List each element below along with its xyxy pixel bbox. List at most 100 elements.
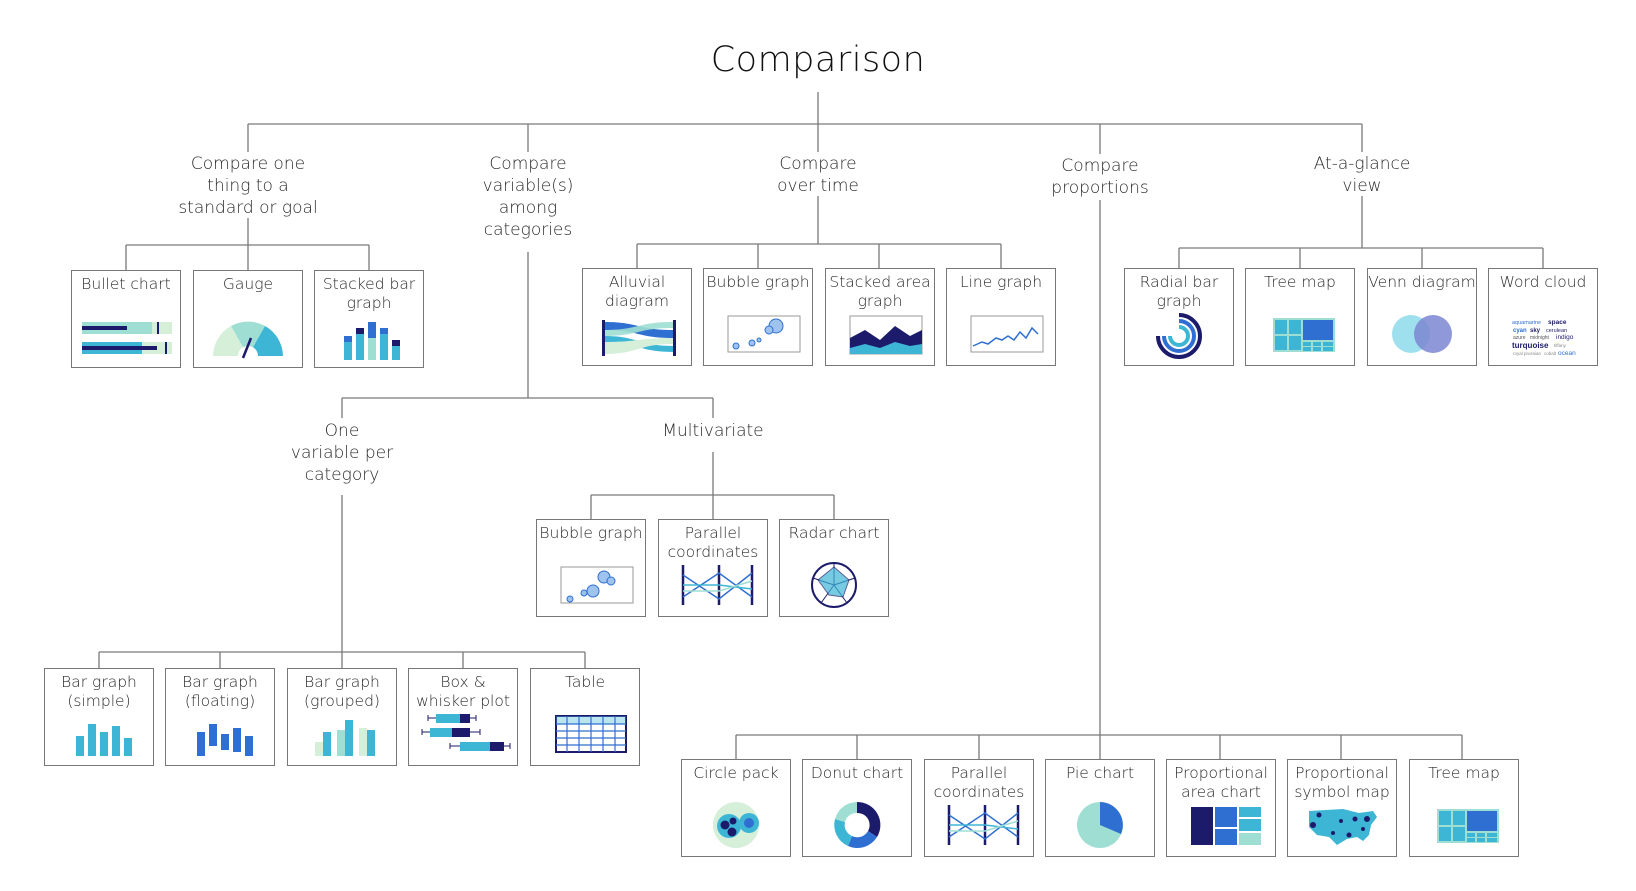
- branch-compare-standard: Compare one thing to a standard or goal: [178, 154, 318, 218]
- card-label: Bar graph (floating): [182, 673, 258, 710]
- tree-map-icon: [1437, 809, 1499, 843]
- tree-map-icon: [1273, 318, 1335, 352]
- card-bullet-chart[interactable]: Bullet chart: [71, 270, 181, 368]
- card-stacked-bar[interactable]: Stacked bar graph: [314, 270, 424, 368]
- word-indigo: indigo: [1556, 334, 1574, 341]
- bar-graph-floating-icon: [197, 724, 253, 756]
- card-tree-map-proportions[interactable]: Tree map: [1409, 759, 1519, 857]
- card-bubble-graph-time[interactable]: Bubble graph: [703, 268, 813, 366]
- card-label: Alluvial diagram: [605, 273, 669, 310]
- bubble-graph-icon: [727, 315, 801, 353]
- circle-pack-icon: [713, 802, 759, 848]
- word-royal: royal: [1513, 351, 1523, 356]
- card-label: Tree map: [1428, 764, 1500, 782]
- card-label: Bar graph (grouped): [304, 673, 380, 710]
- card-gauge[interactable]: Gauge: [193, 270, 303, 368]
- word-midnight: midnight: [1530, 335, 1550, 341]
- card-box-whisker[interactable]: Box & whisker plot: [408, 668, 518, 766]
- card-parallel-coordinates-proportions[interactable]: Parallel coordinates: [924, 759, 1034, 857]
- card-proportional-area[interactable]: Proportional area chart: [1166, 759, 1276, 857]
- gauge-icon: [213, 321, 283, 362]
- card-label: Stacked area graph: [829, 273, 931, 310]
- word-prussian: prussian: [1524, 351, 1542, 356]
- card-label: Proportional area chart: [1174, 764, 1268, 801]
- proportional-symbol-map-icon: [1309, 809, 1377, 845]
- word-cyan: cyan: [1513, 328, 1527, 334]
- parallel-coordinates-icon: [947, 805, 1020, 845]
- card-label: Donut chart: [810, 764, 904, 782]
- card-table[interactable]: Table: [530, 668, 640, 766]
- radial-bar-icon: [1156, 313, 1202, 359]
- stacked-bar-icon: [344, 322, 400, 360]
- card-bubble-graph-multivariate[interactable]: Bubble graph: [536, 519, 646, 617]
- word-aquamarine: aquamarine: [1512, 320, 1541, 326]
- card-donut[interactable]: Donut chart: [802, 759, 912, 857]
- word-turquoise: turquoise: [1512, 341, 1549, 350]
- stacked-area-icon: [849, 315, 923, 355]
- branch-at-a-glance: At-a-glance view: [1313, 154, 1411, 196]
- donut-chart-icon: [834, 801, 881, 848]
- card-label: Pie chart: [1065, 764, 1135, 782]
- card-parallel-coordinates-multivariate[interactable]: Parallel coordinates: [658, 519, 768, 617]
- bubble-graph-icon: [560, 566, 634, 604]
- card-label: Parallel coordinates: [933, 764, 1025, 801]
- word-azure: azure: [1513, 335, 1526, 341]
- branch-compare-time: Compare over time: [777, 154, 859, 196]
- card-word-cloud[interactable]: Word cloud aquamarine space cyan sky cer…: [1488, 268, 1598, 366]
- card-label: Circle pack: [693, 764, 779, 782]
- branch-compare-categories: Compare variable(s) among categories: [482, 154, 574, 240]
- box-whisker-icon: [421, 714, 511, 751]
- bullet-chart-icon: [82, 322, 172, 354]
- branch-one-variable: One variable per category: [290, 421, 394, 485]
- card-alluvial[interactable]: Alluvial diagram: [582, 268, 692, 366]
- card-label: Tree map: [1264, 273, 1336, 291]
- word-cloud-icon: aquamarine space cyan sky cerulean azure…: [1512, 319, 1576, 357]
- card-label: Parallel coordinates: [667, 524, 759, 561]
- alluvial-icon: [602, 320, 676, 356]
- card-circle-pack[interactable]: Circle pack: [681, 759, 791, 857]
- word-cerulean: cerulean: [1546, 328, 1567, 334]
- card-label: Bubble graph: [539, 524, 643, 542]
- card-stacked-area[interactable]: Stacked area graph: [825, 268, 935, 366]
- table-icon: [555, 715, 627, 753]
- card-tree-map-glance[interactable]: Tree map: [1245, 268, 1355, 366]
- proportional-area-icon: [1191, 807, 1261, 845]
- card-line-graph[interactable]: Line graph: [946, 268, 1056, 366]
- card-label: Stacked bar graph: [322, 275, 416, 312]
- card-radar[interactable]: Radar chart: [779, 519, 889, 617]
- card-bar-graph-grouped[interactable]: Bar graph (grouped): [287, 668, 397, 766]
- card-bar-graph-floating[interactable]: Bar graph (floating): [165, 668, 275, 766]
- line-graph-icon: [970, 315, 1044, 353]
- card-label: Gauge: [222, 275, 274, 293]
- card-label: Radial bar graph: [1139, 273, 1219, 310]
- card-label: Bullet chart: [81, 275, 171, 293]
- card-label: Proportional symbol map: [1294, 764, 1390, 801]
- word-cobalt: cobalt: [1544, 351, 1557, 356]
- card-label: Bar graph (simple): [61, 673, 137, 710]
- word-sky: sky: [1530, 328, 1541, 334]
- venn-diagram-icon: [1392, 315, 1452, 353]
- card-label: Box & whisker plot: [416, 673, 510, 710]
- card-label: Venn diagram: [1368, 273, 1476, 291]
- card-label: Radar chart: [788, 524, 880, 542]
- bar-graph-simple-icon: [76, 724, 132, 756]
- card-venn[interactable]: Venn diagram: [1367, 268, 1477, 366]
- radar-chart-icon: [811, 562, 857, 608]
- card-proportional-symbol-map[interactable]: Proportional symbol map: [1287, 759, 1397, 857]
- card-radial-bar[interactable]: Radial bar graph: [1124, 268, 1234, 366]
- bar-graph-grouped-icon: [315, 720, 375, 756]
- pie-chart-icon: [1077, 802, 1123, 848]
- card-label: Word cloud: [1499, 273, 1587, 291]
- card-pie[interactable]: Pie chart: [1045, 759, 1155, 857]
- branch-compare-proportions: Compare proportions: [1051, 156, 1149, 198]
- word-space: space: [1548, 319, 1567, 326]
- card-bar-graph-simple[interactable]: Bar graph (simple): [44, 668, 154, 766]
- word-ocean: ocean: [1558, 350, 1576, 357]
- card-label: Line graph: [959, 273, 1043, 291]
- word-tiffany: tiffany: [1554, 343, 1567, 348]
- branch-multivariate: Multivariate: [662, 421, 764, 441]
- card-label: Table: [564, 673, 606, 691]
- parallel-coordinates-icon: [681, 565, 754, 605]
- page-title: Comparison: [710, 40, 926, 80]
